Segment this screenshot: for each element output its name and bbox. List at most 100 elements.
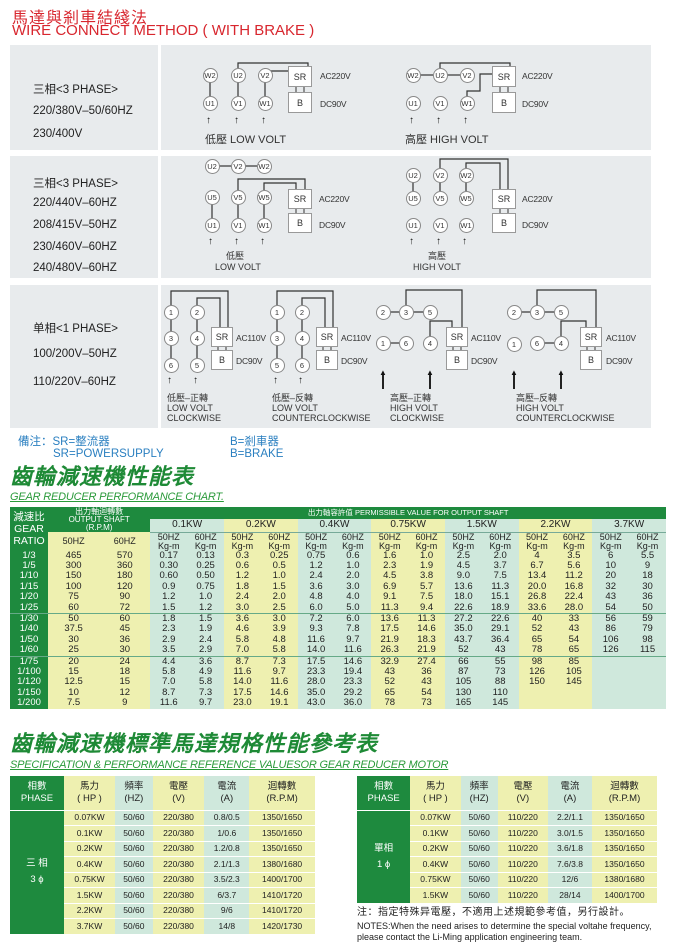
- ac-voltage-label: AC110V: [236, 333, 266, 343]
- torque-cell: 14.6: [260, 687, 298, 699]
- torque-cell: 115: [629, 645, 666, 657]
- rpm-header: 出力軸迴轉數 OUTPUT SHAFT (R.P.M): [48, 507, 151, 532]
- torque-cell: 1.5: [187, 612, 224, 625]
- spec-cell: 0.75KW: [410, 872, 461, 888]
- spec-cell: 110/220: [497, 841, 548, 857]
- note-sr-en: SR=POWERSUPPLY: [53, 448, 164, 460]
- torque-cell: 9.4: [408, 602, 445, 614]
- torque-cell: 18: [629, 570, 666, 582]
- torque-cell: 6.7: [518, 560, 556, 572]
- diagram-caption: 高壓–反轉: [516, 393, 558, 403]
- torque-cell: 21.9: [408, 645, 445, 657]
- spec-cell: 3.7KW: [63, 918, 115, 935]
- torque-cell: 2.0: [260, 591, 298, 603]
- terminal-1: 1: [375, 335, 391, 351]
- spec-cell: 1350/1650: [249, 825, 315, 842]
- rpm-cell: 12.5: [48, 676, 100, 688]
- torque-cell: 5.8: [260, 645, 298, 657]
- terminal-u1: U1: [405, 95, 421, 111]
- terminal-u2: U2: [230, 67, 246, 83]
- gear-ratio-cell: 1/25: [10, 602, 48, 614]
- power-header: 0.2KW: [224, 519, 298, 533]
- torque-cell: 29.2: [334, 687, 372, 699]
- spec-cell: 7.6/3.8: [547, 856, 592, 873]
- rpm-cell: 15: [99, 676, 151, 688]
- torque-cell: 6.0: [297, 602, 335, 614]
- torque-cell: 1.0: [260, 570, 298, 582]
- terminal-w2: W2: [256, 158, 272, 174]
- torque-cell: [592, 698, 630, 709]
- power-header: 0.75KW: [371, 519, 445, 533]
- torque-cell: 7.0: [150, 676, 188, 688]
- dc-voltage-label: DC90V: [341, 356, 368, 366]
- torque-cell: 7.3: [260, 655, 298, 667]
- terminal-5: 5: [269, 357, 285, 373]
- torque-cell: 3.5: [150, 645, 188, 657]
- ratio-header-en2: RATIO: [13, 534, 45, 547]
- perf-title-cn: 齒輪減速機性能表: [10, 464, 195, 489]
- rpm-cell: 18: [99, 666, 151, 678]
- spec-cell: 1350/1650: [591, 841, 657, 857]
- section-label: 单相<1 PHASE>: [33, 323, 119, 335]
- torque-cell: 3.9: [260, 623, 298, 635]
- ratio-header-en: GEAR: [14, 522, 44, 535]
- spec-cell: 12/6: [547, 872, 592, 888]
- spec-cell: 0.2KW: [410, 841, 461, 857]
- spec-cell: 110/220: [497, 825, 548, 842]
- spec-header: 迴轉數(R.P.M): [249, 776, 315, 811]
- diagram-caption: HIGH VOLT: [390, 403, 438, 413]
- torque-cell: 0.3: [224, 550, 261, 561]
- torque-cell: 73: [408, 697, 445, 709]
- dc-voltage-label: DC90V: [319, 220, 346, 230]
- terminal-u2: U2: [432, 67, 448, 83]
- diagram-caption: CLOCKWISE: [167, 413, 222, 423]
- torque-cell: 87: [444, 666, 482, 678]
- diagram-caption: COUNTERCLOCKWISE: [516, 413, 615, 423]
- torque-cell: 2.4: [187, 634, 224, 646]
- torque-cell: 130: [444, 687, 482, 699]
- torque-cell: 7.5: [481, 570, 519, 582]
- torque-cell: 9: [629, 560, 666, 572]
- torque-cell: 52: [371, 676, 409, 688]
- terminal-6: 6: [163, 357, 179, 373]
- arrow-shaft: [560, 375, 562, 389]
- spec-cell: 1350/1650: [249, 841, 315, 857]
- torque-cell: 65: [555, 645, 593, 657]
- terminal-4: 4: [422, 335, 438, 351]
- torque-cell: 22.6: [481, 612, 519, 625]
- spec-cell: 220/380: [152, 810, 205, 826]
- terminal-v2: V2: [459, 67, 475, 83]
- torque-cell: 86: [592, 623, 630, 635]
- spec-cell: 50/60: [115, 903, 153, 919]
- arrow-up-icon: ▲: [426, 368, 434, 377]
- torque-cell: 30: [629, 581, 666, 593]
- torque-cell: 11.6: [260, 676, 298, 688]
- torque-cell: 98: [629, 634, 666, 646]
- torque-cell: 15.1: [481, 591, 519, 603]
- torque-cell: [629, 698, 666, 709]
- rpm-cell: 360: [99, 560, 151, 572]
- spec-header: 迴轉數(R.P.M): [591, 776, 657, 811]
- rpm-cell: 72: [99, 602, 151, 614]
- gear-ratio-cell: 1/20: [10, 591, 48, 603]
- torque-cell: 1.2: [150, 591, 188, 603]
- torque-cell: 79: [629, 623, 666, 635]
- arrow-up-icon: ↑: [260, 236, 265, 247]
- torque-cell: 3.6: [187, 655, 224, 667]
- arrow-up-icon: ↑: [298, 375, 303, 386]
- brake-b-box: B: [211, 350, 233, 370]
- spec-cell: 50/60: [460, 841, 498, 857]
- brake-b-box: B: [316, 350, 338, 370]
- torque-cell: 1.0: [187, 591, 224, 603]
- torque-cell: [518, 698, 556, 709]
- rpm-cell: 90: [99, 591, 151, 603]
- arrow-up-icon: ↑: [409, 236, 414, 247]
